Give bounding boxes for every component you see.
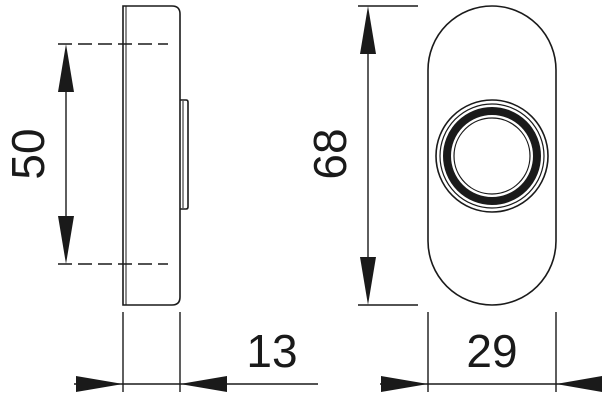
dimension-29-label: 29 <box>466 325 517 377</box>
dimension-29-arrow-right <box>556 376 602 392</box>
dimension-13-arrow-left <box>76 376 123 392</box>
dimension-13-label: 13 <box>246 325 297 377</box>
push-button-inner-ring <box>443 107 541 205</box>
dimension-29-arrow-left <box>381 376 428 392</box>
dimension-50-arrow-top <box>58 44 74 92</box>
dimension-68-arrow-bottom <box>360 257 376 305</box>
dimension-68-arrow-top <box>360 6 376 54</box>
dimension-13-arrow-right <box>180 376 227 392</box>
dimension-68-label: 68 <box>304 128 356 179</box>
push-button-outer-ring <box>435 99 549 213</box>
push-button-middle-ring <box>439 103 545 209</box>
dimension-50-arrow-bottom <box>58 216 74 264</box>
push-button-center <box>453 117 531 195</box>
front-view-plate-outline <box>427 5 557 306</box>
side-view: 50 13 <box>2 5 318 392</box>
dimension-50-label: 50 <box>2 128 54 179</box>
side-view-outline <box>122 5 181 306</box>
front-view: 68 29 <box>304 5 602 392</box>
side-view-button-protrusion <box>180 99 189 210</box>
